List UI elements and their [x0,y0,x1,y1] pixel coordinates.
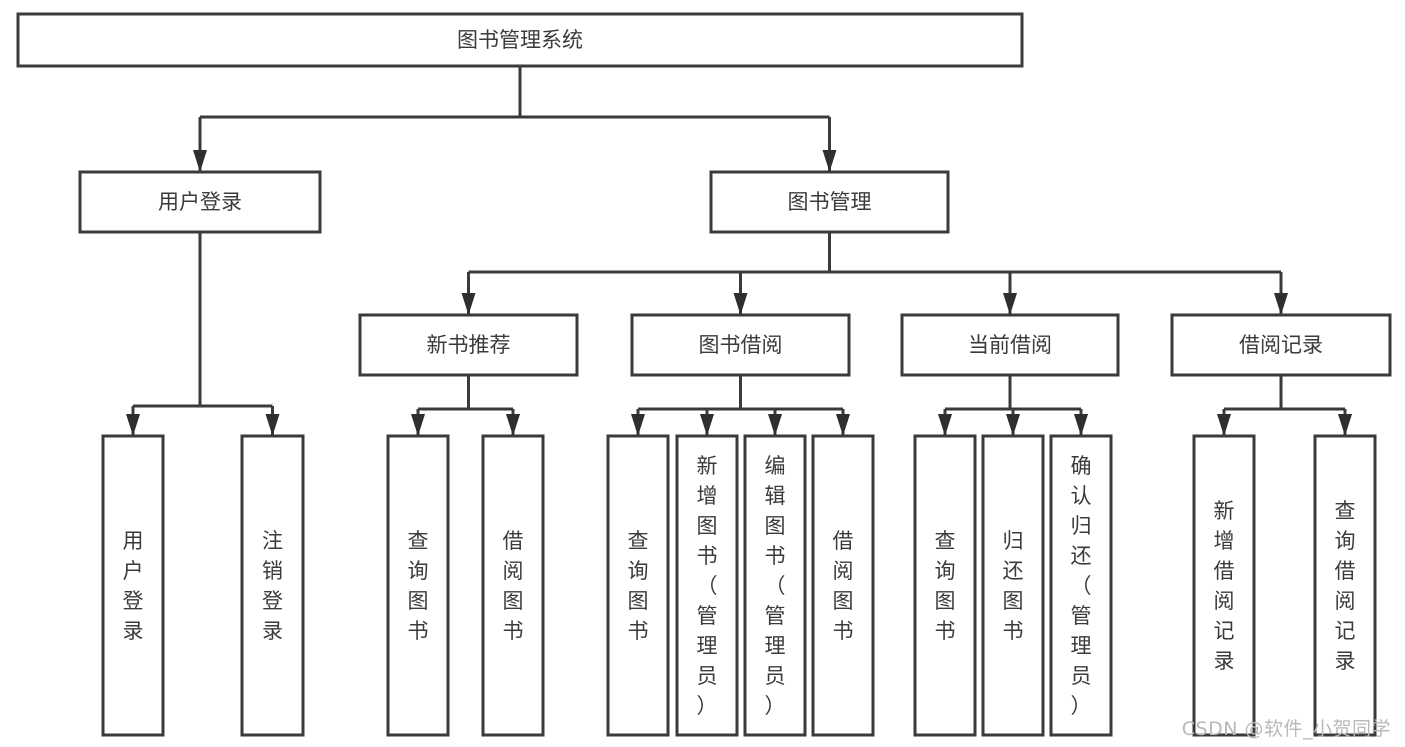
arrow-head-icon [733,293,748,315]
node-leaf-confirm-return[interactable]: 确认归还（管理员） [1049,434,1113,737]
node-leaf-query-book-1[interactable]: 查询图书 [386,434,450,737]
arrow-head-icon [1074,414,1088,436]
node-book-borrow[interactable]: 图书借阅 [630,313,851,377]
connectors-layer [126,66,1352,436]
node-box [900,313,1120,377]
arrow-head-icon [938,414,952,436]
node-leaf-borrow-book-2[interactable]: 借阅图书 [811,434,875,737]
node-leaf-return-book[interactable]: 归还图书 [981,434,1045,737]
node-leaf-edit-book[interactable]: 编辑图书（管理员） [743,434,807,737]
node-leaf-borrow-book-1[interactable]: 借阅图书 [481,434,545,737]
arrow-head-icon [506,414,520,436]
node-label: 当前借阅 [968,333,1052,357]
arrow-head-icon [836,414,850,436]
node-root[interactable]: 图书管理系统 [16,12,1024,68]
node-box [1170,313,1392,377]
node-label: 借阅记录 [1239,333,1323,357]
node-box [981,434,1045,737]
node-leaf-user-login[interactable]: 用户登录 [101,434,165,737]
node-borrow-record[interactable]: 借阅记录 [1170,313,1392,377]
arrow-head-icon [461,293,476,315]
node-box [630,313,851,377]
node-box [675,434,739,737]
node-label: 查询图书 [935,529,956,643]
node-box [1313,434,1377,737]
node-user-login[interactable]: 用户登录 [78,170,322,234]
node-label: 查询图书 [628,529,649,643]
node-label: 用户登录 [158,190,242,214]
arrow-head-icon [1006,414,1020,436]
node-label: 新增图书（管理员） [697,454,718,718]
arrow-head-icon [768,414,782,436]
arrow-head-icon [1274,293,1288,315]
node-box [1192,434,1256,737]
node-label: 新书推荐 [427,333,511,357]
arrow-head-icon [700,414,714,436]
node-box [240,434,305,737]
node-box [606,434,670,737]
node-label: 查询图书 [408,529,429,643]
node-leaf-add-record[interactable]: 新增借阅记录 [1192,434,1256,737]
node-label: 查询借阅记录 [1335,499,1356,673]
node-current-borrow[interactable]: 当前借阅 [900,313,1120,377]
node-label: 新增借阅记录 [1214,499,1235,673]
node-label: 编辑图书（管理员） [765,454,786,718]
node-box [709,170,950,234]
arrow-head-icon [126,414,140,436]
node-label: 图书管理系统 [457,28,583,52]
node-book-manage[interactable]: 图书管理 [709,170,950,234]
node-label: 注销登录 [262,529,283,643]
node-label: 图书管理 [788,190,872,214]
node-new-book-rec[interactable]: 新书推荐 [358,313,579,377]
arrow-head-icon [193,150,207,172]
node-label: 确认归还（管理员） [1071,454,1092,718]
node-box [811,434,875,737]
arrow-head-icon [265,414,280,436]
node-box [16,12,1024,68]
node-label: 用户登录 [123,529,144,643]
node-box [101,434,165,737]
node-label: 借阅图书 [503,529,524,643]
node-box [358,313,579,377]
node-box [913,434,977,737]
node-box [1049,434,1113,737]
node-leaf-query-book-2[interactable]: 查询图书 [606,434,670,737]
node-leaf-logout[interactable]: 注销登录 [240,434,305,737]
node-leaf-query-book-3[interactable]: 查询图书 [913,434,977,737]
arrow-head-icon [1338,414,1352,436]
node-box [743,434,807,737]
node-box [78,170,322,234]
node-box [386,434,450,737]
arrow-head-icon [822,150,837,172]
node-label: 图书借阅 [699,333,783,357]
node-leaf-query-record[interactable]: 查询借阅记录 [1313,434,1377,737]
arrow-head-icon [1003,293,1017,315]
arrow-head-icon [1217,414,1231,436]
node-label: 借阅图书 [833,529,854,643]
arrow-head-icon [631,414,645,436]
watermark-label: CSDN @软件_小贺同学 [1181,718,1391,740]
nodes-layer: 图书管理系统用户登录图书管理新书推荐图书借阅当前借阅借阅记录用户登录注销登录查询… [16,12,1392,737]
node-box [481,434,545,737]
arrow-head-icon [411,414,425,436]
node-label: 归还图书 [1003,529,1024,643]
node-leaf-add-book[interactable]: 新增图书（管理员） [675,434,739,737]
